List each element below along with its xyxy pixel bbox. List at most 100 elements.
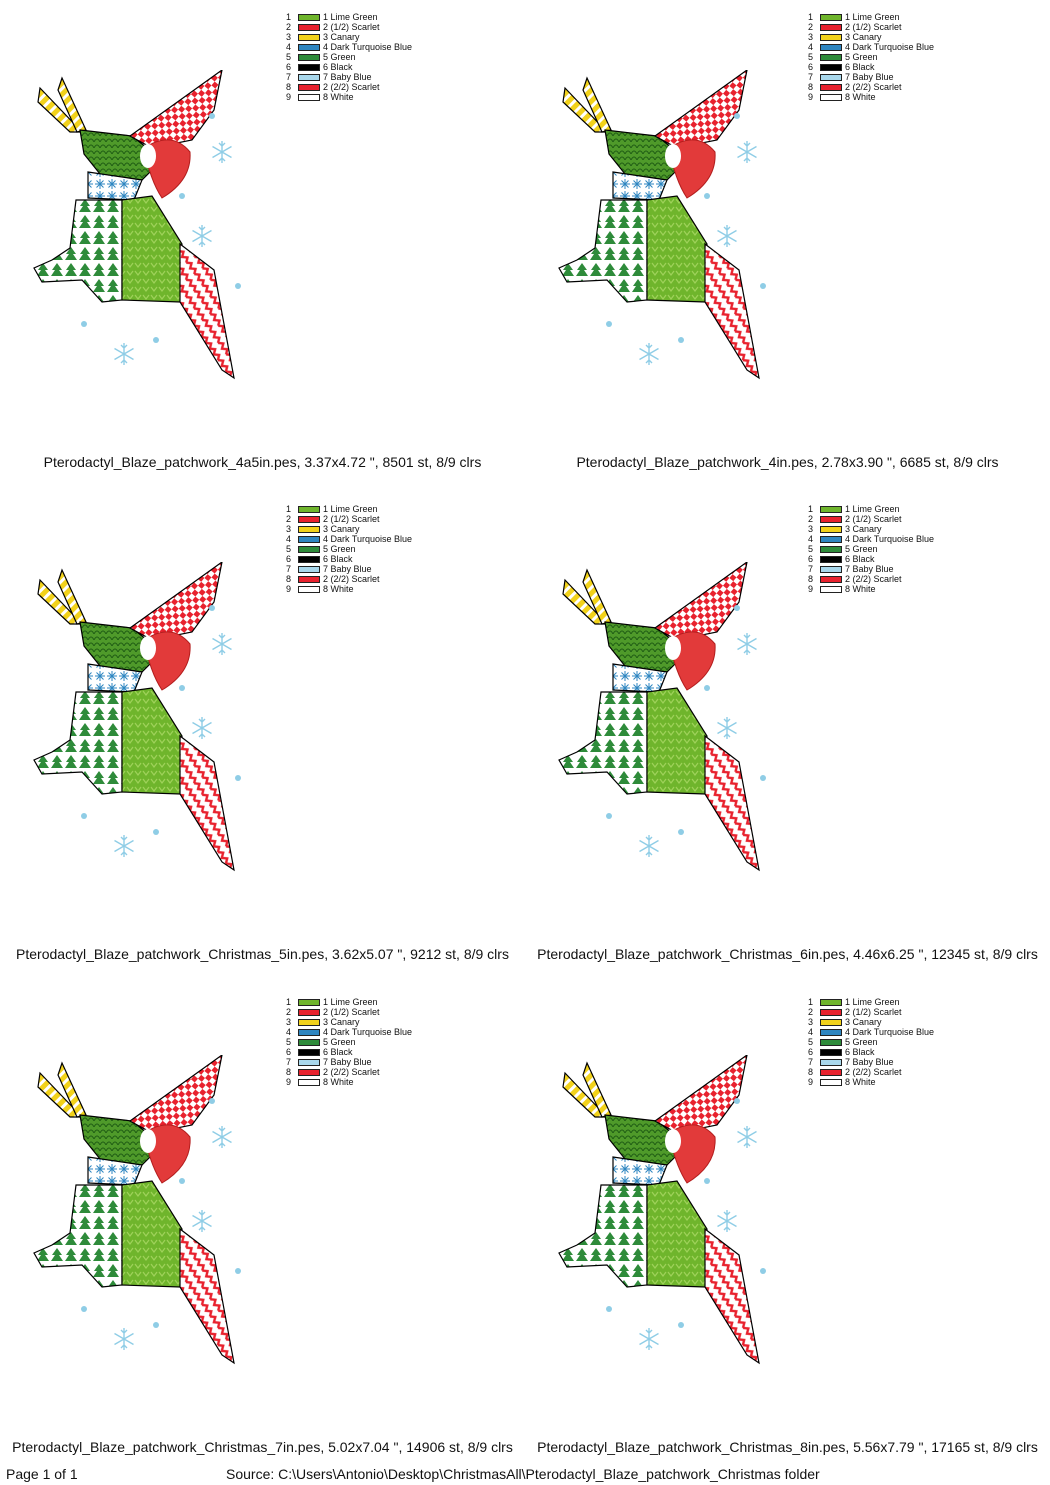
pterodactyl-design-image-1 <box>33 70 241 379</box>
color-swatch <box>298 1038 320 1046</box>
thread-color-label: 7 Baby Blue <box>845 72 894 82</box>
legend-index: 1 <box>286 504 292 514</box>
pterodactyl-design-image-3 <box>33 562 241 871</box>
color-swatch <box>820 53 842 61</box>
pterodactyl-design-image-6 <box>558 1055 766 1364</box>
legend-index: 9 <box>808 584 814 594</box>
color-swatch <box>298 93 320 101</box>
thread-color-label: 2 (1/2) Scarlet <box>845 514 902 524</box>
legend-index: 2 <box>286 22 292 32</box>
color-swatch <box>820 545 842 553</box>
thread-color-label: 2 (2/2) Scarlet <box>323 1067 380 1077</box>
design-caption-6: Pterodactyl_Blaze_patchwork_Christmas_8i… <box>537 1439 1038 1455</box>
legend-index: 8 <box>808 82 814 92</box>
color-swatch <box>298 13 320 21</box>
legend-index: 9 <box>286 1077 292 1087</box>
legend-index: 8 <box>286 574 292 584</box>
thread-color-label: 3 Canary <box>845 524 882 534</box>
thread-color-label: 3 Canary <box>845 1017 882 1027</box>
color-swatch <box>298 545 320 553</box>
legend-index: 6 <box>286 1047 292 1057</box>
color-swatch <box>820 1078 842 1086</box>
thread-color-label: 4 Dark Turquoise Blue <box>323 534 413 544</box>
legend-index: 1 <box>808 12 814 22</box>
legend-index: 7 <box>808 1057 814 1067</box>
legend-index: 6 <box>286 554 292 564</box>
legend-index: 9 <box>808 1077 814 1087</box>
thread-color-label: 6 Black <box>323 554 353 564</box>
thread-color-label: 2 (2/2) Scarlet <box>845 1067 902 1077</box>
thread-color-label: 1 Lime Green <box>323 997 378 1007</box>
color-swatch <box>298 83 320 91</box>
color-swatch <box>298 575 320 583</box>
color-swatch <box>820 23 842 31</box>
thread-color-label: 2 (1/2) Scarlet <box>323 1007 380 1017</box>
thread-color-label: 3 Canary <box>845 32 882 42</box>
color-swatch <box>298 73 320 81</box>
color-swatch <box>298 998 320 1006</box>
thread-color-label: 4 Dark Turquoise Blue <box>323 42 413 52</box>
legend-row: 6 6 Black <box>286 554 412 564</box>
legend-index: 1 <box>808 504 814 514</box>
legend-index: 8 <box>808 574 814 584</box>
legend-index: 5 <box>286 1037 292 1047</box>
color-swatch <box>298 1058 320 1066</box>
thread-color-label: 5 Green <box>845 544 878 554</box>
color-swatch <box>298 43 320 51</box>
thread-color-label: 3 Canary <box>323 524 360 534</box>
legend-row: 1 1 Lime Green <box>808 504 934 514</box>
legend-index: 2 <box>808 514 814 524</box>
legend-index: 6 <box>808 62 814 72</box>
thread-color-label: 3 Canary <box>323 1017 360 1027</box>
legend-index: 4 <box>286 1027 292 1037</box>
color-swatch <box>298 1008 320 1016</box>
legend-index: 2 <box>808 22 814 32</box>
thread-color-label: 4 Dark Turquoise Blue <box>845 42 935 52</box>
color-swatch <box>820 515 842 523</box>
legend-row: 4 4 Dark Turquoise Blue <box>286 534 412 544</box>
color-swatch <box>820 73 842 81</box>
legend-index: 3 <box>286 32 292 42</box>
legend-index: 4 <box>286 534 292 544</box>
legend-index: 6 <box>808 554 814 564</box>
color-swatch <box>298 525 320 533</box>
thread-color-label: 8 White <box>323 92 354 102</box>
color-swatch <box>820 1008 842 1016</box>
thread-color-label: 8 White <box>845 92 876 102</box>
legend-index: 5 <box>286 544 292 554</box>
thread-color-label: 8 White <box>323 1077 354 1087</box>
thread-color-label: 2 (1/2) Scarlet <box>845 1007 902 1017</box>
legend-row: 8 2 (2/2) Scarlet <box>808 574 934 584</box>
thread-color-label: 1 Lime Green <box>845 504 900 514</box>
design-caption-4: Pterodactyl_Blaze_patchwork_Christmas_6i… <box>537 946 1038 962</box>
thread-color-label: 2 (2/2) Scarlet <box>845 574 902 584</box>
color-swatch <box>298 1018 320 1026</box>
thread-color-label: 4 Dark Turquoise Blue <box>845 534 935 544</box>
thread-color-label: 2 (2/2) Scarlet <box>323 82 380 92</box>
legend-index: 5 <box>286 52 292 62</box>
